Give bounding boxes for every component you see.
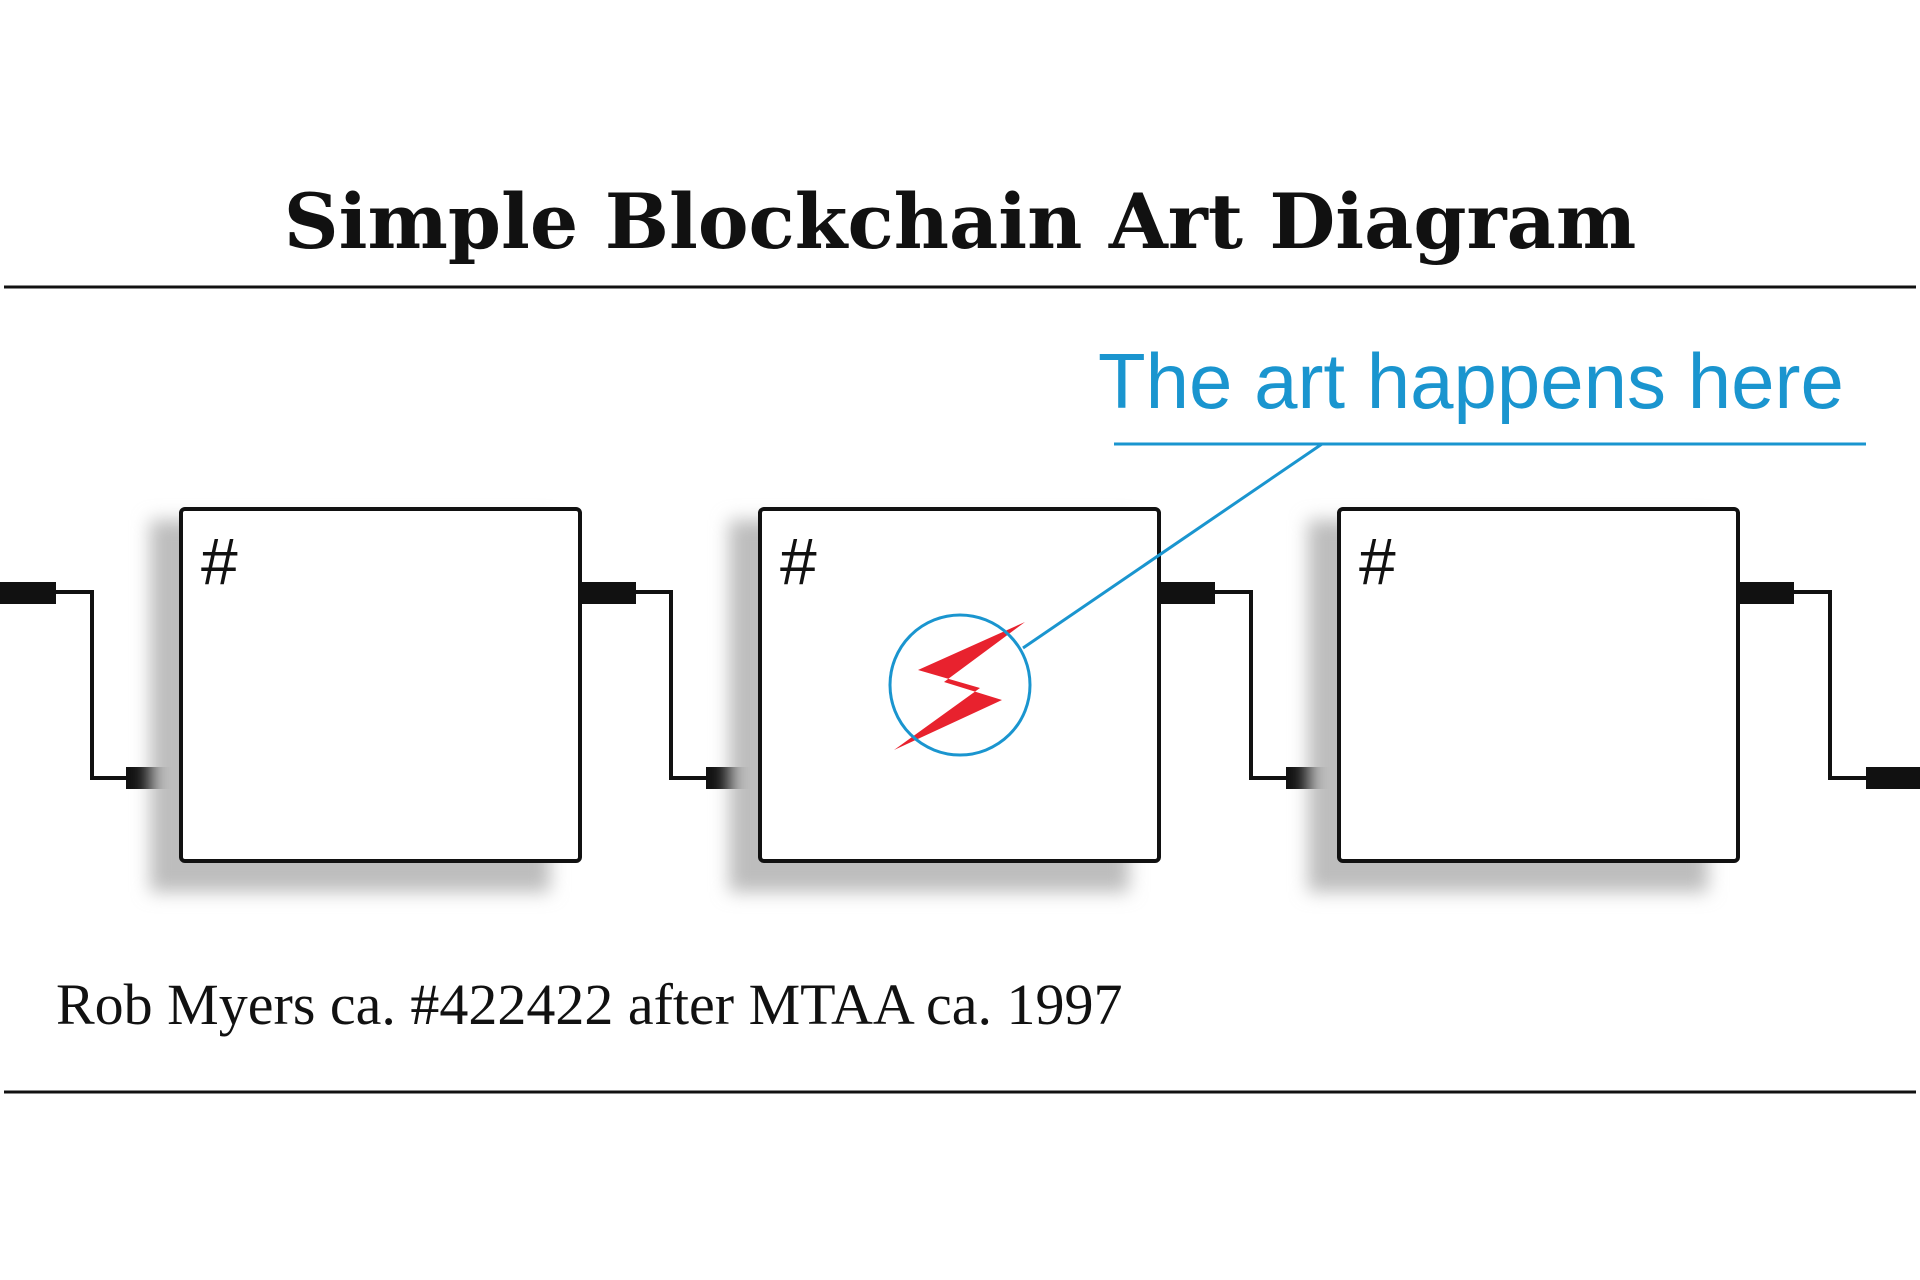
block-frame bbox=[1337, 507, 1740, 863]
callout-label: The art happens here bbox=[1098, 337, 1844, 425]
art-callout: The art happens here bbox=[1022, 337, 1866, 650]
block-2: # bbox=[729, 507, 1161, 892]
chain-connector-outgoing bbox=[1738, 582, 1920, 789]
diagram-title: Simple Blockchain Art Diagram bbox=[284, 177, 1637, 266]
attribution-caption: Rob Myers ca. #422422 after MTAA ca. 199… bbox=[56, 972, 1123, 1037]
callout-leader-line bbox=[1022, 442, 1323, 650]
block-hash-label: # bbox=[1359, 524, 1396, 598]
block-1: # bbox=[150, 507, 582, 892]
lightning-bolt-icon bbox=[894, 622, 1025, 750]
art-highlight-circle bbox=[888, 613, 1032, 757]
block-frame bbox=[179, 507, 582, 863]
block-hash-label: # bbox=[780, 524, 817, 598]
block-3: # bbox=[1308, 507, 1740, 892]
block-hash-label: # bbox=[201, 524, 238, 598]
